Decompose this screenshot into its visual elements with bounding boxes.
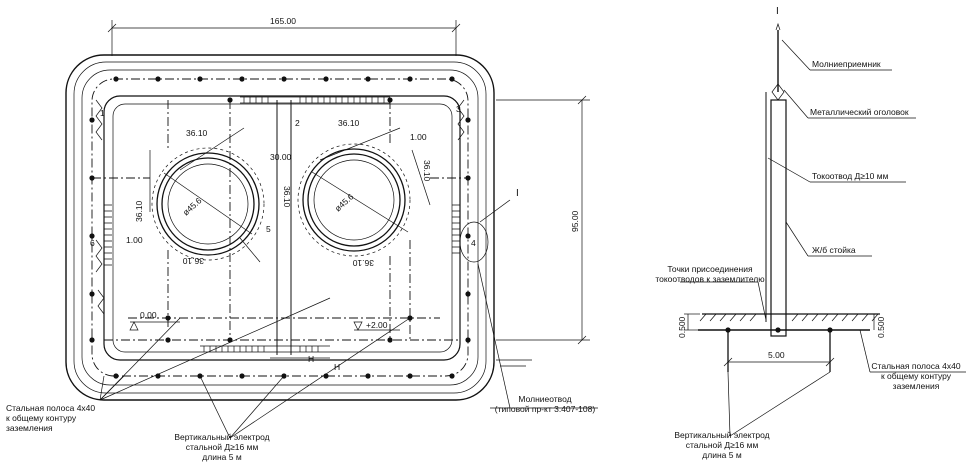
plan-leaders bbox=[99, 263, 598, 439]
spacing-dim bbox=[723, 357, 835, 367]
dim-chord-right-bottom: 36.10 bbox=[352, 258, 374, 268]
h-mark-1: H bbox=[308, 354, 314, 364]
electrode-dot-mid bbox=[775, 327, 781, 333]
inner-area-inner bbox=[112, 103, 453, 353]
label-post: Ж/б стойка bbox=[812, 245, 856, 255]
dim-offset-left: 1.00 bbox=[126, 235, 143, 245]
point-6: 6 bbox=[90, 238, 95, 248]
dim-chord-mid: 36.10 bbox=[282, 186, 292, 208]
dim-top bbox=[107, 20, 461, 56]
point-5: 5 bbox=[266, 224, 271, 234]
outer-contour-3 bbox=[81, 69, 479, 386]
spacing-value: 5.00 bbox=[768, 350, 785, 360]
dim-center-gap: 30.00 bbox=[270, 152, 292, 162]
label-down-conductor: Токоотвод Д≥10 мм bbox=[812, 171, 889, 181]
metal-head bbox=[771, 83, 785, 101]
level-plus2: +2.00 bbox=[366, 320, 388, 330]
section-mark: I bbox=[516, 188, 519, 199]
section-leader bbox=[479, 199, 511, 223]
ground-hatch bbox=[699, 313, 879, 322]
point-2: 2 bbox=[295, 118, 300, 128]
level-zero-mark bbox=[129, 321, 180, 331]
tank-right bbox=[297, 127, 431, 257]
dim-chord-left-side: 36.10 bbox=[134, 200, 144, 222]
dim-offset-right: 1.00 bbox=[410, 132, 427, 142]
corner-rods bbox=[95, 99, 465, 315]
point-1: 1 bbox=[100, 108, 105, 118]
grounding-loop bbox=[91, 78, 469, 377]
dim-chord-left-bottom: 36.10 bbox=[182, 256, 204, 266]
inner-area-outer bbox=[103, 95, 461, 361]
dim-right bbox=[496, 95, 590, 345]
outer-contour-1 bbox=[65, 54, 495, 401]
section-circle bbox=[459, 221, 489, 263]
depth-left: 0.500 bbox=[677, 316, 687, 338]
hatch-right bbox=[452, 204, 460, 254]
dim-chord-left-top: 36.10 bbox=[186, 128, 208, 138]
hatch-left bbox=[104, 204, 112, 266]
label-lightning-rod: Молниеотвод(типовой пр-кт 3.407-108) bbox=[495, 394, 596, 414]
point-3: 3 bbox=[456, 104, 461, 114]
depth-right: 0.500 bbox=[876, 316, 886, 338]
rod-tip bbox=[775, 22, 781, 31]
dim-circle-left: ø45.6 bbox=[181, 195, 204, 217]
point-4: 4 bbox=[471, 238, 476, 248]
dim-chord-right-side: 36.10 bbox=[422, 160, 432, 182]
dim-width-top: 165.00 bbox=[270, 16, 296, 26]
tank-left bbox=[149, 127, 265, 263]
dim-height-right: 95.00 bbox=[570, 210, 580, 232]
concrete-post bbox=[770, 99, 787, 337]
outer-contour-2 bbox=[73, 61, 487, 394]
section-title: I bbox=[776, 6, 779, 17]
hatch-top bbox=[240, 96, 390, 104]
level-zero: 0.00 bbox=[140, 310, 157, 320]
label-receiver: Молниеприемник bbox=[812, 59, 881, 69]
internal-lines bbox=[92, 100, 468, 341]
section-leaders bbox=[680, 39, 966, 437]
dim-chord-right-top: 36.10 bbox=[338, 118, 360, 128]
electrode-dots bbox=[89, 76, 471, 379]
depth-dim-left bbox=[684, 313, 700, 331]
label-head: Металлический оголовок bbox=[810, 107, 909, 117]
dim-circle-right: ø45.6 bbox=[333, 191, 356, 213]
